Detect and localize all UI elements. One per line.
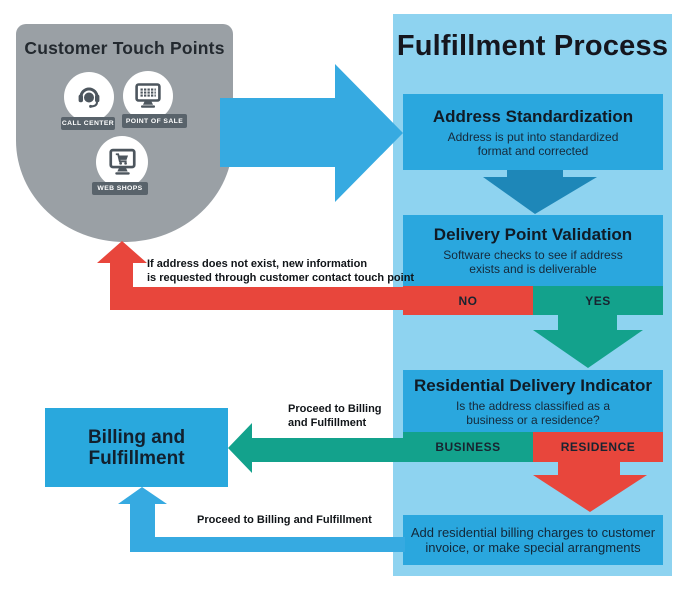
webshop-monitor-cart-icon (106, 146, 139, 179)
residential-delivery-indicator-desc-line1: Is the address classified as a (455, 398, 611, 413)
billing-box-line1: Billing and (87, 426, 186, 448)
residential-billing-line1: Add residential billing charges to custo… (410, 524, 656, 540)
address-standardization-box: Address Standardization Address is put i… (403, 94, 663, 170)
delivery-point-validation-desc-line1: Software checks to see if address (443, 248, 623, 262)
fulfillment-process-panel: Fulfillment Process Address Standardizat… (393, 14, 672, 576)
address-standardization-title: Address Standardization (432, 106, 634, 126)
touchpoints-to-process-arrow (220, 64, 403, 202)
delivery-point-validation-body: Delivery Point Validation Software check… (403, 215, 663, 286)
customer-touch-points-title: Customer Touch Points (24, 38, 225, 58)
billing-box-line2: Fulfillment (88, 447, 185, 469)
address-standardization-desc-line2: format and corrected (477, 143, 589, 158)
headset-agent-icon (73, 81, 105, 113)
residence-proceed-note: Proceed to Billing and Fulfillment (197, 514, 372, 526)
residence-choice: RESIDENCE (533, 432, 663, 462)
point-of-sale-label: POINT OF SALE (122, 114, 187, 128)
point-of-sale-circle (123, 71, 173, 121)
business-to-billing-arrow (228, 423, 405, 473)
no-feedback-note: If address does not exist, new informati… (147, 258, 414, 285)
billing-and-fulfillment-box: Billing and Fulfillment (45, 408, 228, 487)
web-shops-circle (96, 136, 148, 188)
residential-billing-line2: invoice, or make special arrangments (425, 540, 641, 555)
pos-monitor-icon (132, 80, 164, 112)
no-choice: NO (403, 286, 533, 315)
customer-touch-points-shape: Customer Touch Points (16, 24, 233, 242)
no-feedback-note-line1: If address does not exist, new informati… (147, 258, 368, 270)
address-standardization-desc-line1: Address is put into standardized (447, 129, 619, 144)
yes-choice: YES (533, 286, 663, 315)
business-proceed-line1: Proceed to Billing (288, 403, 382, 415)
web-shops-label: WEB SHOPS (92, 182, 148, 195)
residential-billing-box: Add residential billing charges to custo… (403, 515, 663, 565)
residential-delivery-indicator-desc-line2: business or a residence? (466, 412, 600, 427)
no-feedback-note-line2: is requested through customer contact to… (147, 271, 415, 284)
residential-delivery-indicator-box: Residential Delivery Indicator Is the ad… (403, 370, 663, 462)
delivery-point-validation-desc-line2: exists and is deliverable (469, 262, 597, 276)
delivery-point-validation-box: Delivery Point Validation Software check… (403, 215, 663, 315)
residential-delivery-indicator-body: Residential Delivery Indicator Is the ad… (403, 370, 663, 432)
fulfillment-process-title: Fulfillment Process (396, 30, 669, 62)
call-center-label: CALL CENTER (61, 117, 115, 130)
business-proceed-line2: and Fulfillment (288, 416, 367, 429)
business-proceed-note: Proceed to Billing and Fulfillment (288, 403, 382, 430)
call-center-circle (64, 72, 114, 122)
residential-delivery-indicator-title: Residential Delivery Indicator (413, 375, 653, 395)
delivery-point-validation-title: Delivery Point Validation (433, 225, 633, 244)
business-choice: BUSINESS (403, 432, 533, 462)
